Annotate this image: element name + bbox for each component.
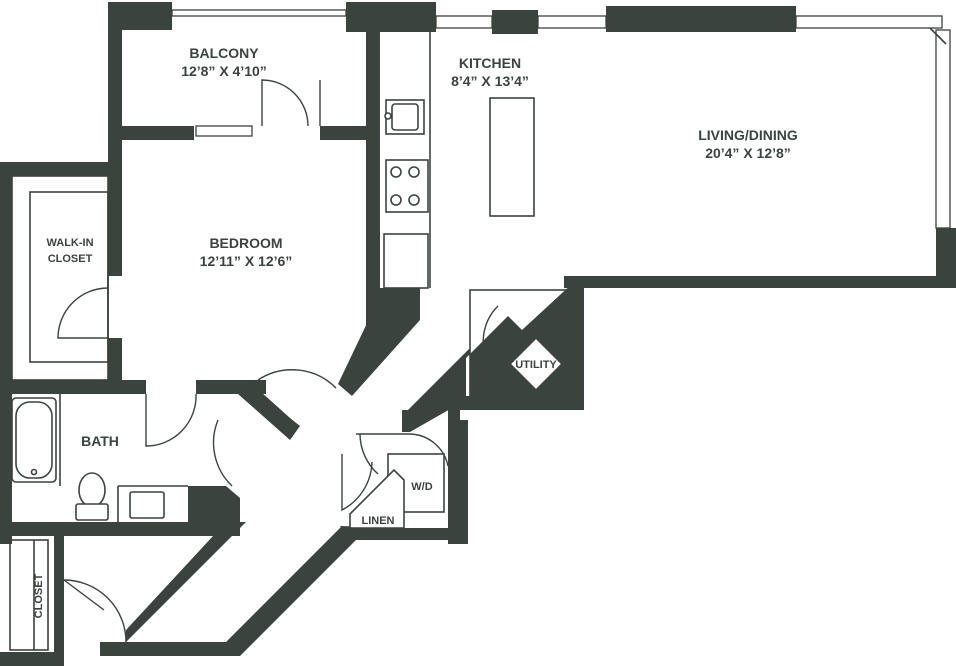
stove-burner-4 (408, 194, 420, 206)
door-walkin (57, 287, 109, 339)
wall-closet-bedroom-lower (108, 338, 122, 382)
door-hall-closet (212, 419, 233, 487)
door-utility (482, 305, 499, 359)
label-bedroom: BEDROOM (209, 235, 282, 251)
label-utility: UTILITY (515, 359, 557, 371)
window-top-1 (435, 15, 493, 29)
stove-burner-3 (390, 194, 402, 206)
wall-balcony-topleft-pier (108, 2, 172, 30)
window-right (935, 29, 951, 229)
label-balcony: BALCONY (189, 45, 259, 61)
label-linen: LINEN (362, 515, 395, 527)
bath-tub-drain (30, 468, 38, 476)
kitchen-fridge (383, 233, 429, 289)
wall-living-bottom (564, 276, 956, 288)
door-bedroom-leaf (245, 391, 293, 437)
wall-lower-diagonal (226, 526, 356, 656)
label-bath: BATH (81, 433, 119, 449)
label-living-dims: 20’4” X 12’8” (705, 145, 791, 161)
bath-sink (129, 491, 165, 519)
label-bedroom-dims: 12’11” X 12’6” (200, 253, 293, 269)
wall-top-pier-2 (606, 6, 796, 32)
wall-closet-bottom (0, 380, 146, 394)
wall-closet-bottom-left (54, 536, 64, 666)
label-wd: W/D (411, 481, 432, 493)
door-closet-bottom-leaf (63, 579, 105, 611)
window-corner (929, 27, 947, 45)
walkin-shelf-outline (11, 175, 109, 381)
window-balcony-top (171, 9, 347, 17)
wall-right-lower (936, 228, 956, 288)
utility-outline (469, 289, 571, 403)
door-bedroom (257, 369, 337, 389)
door-bath (145, 393, 197, 447)
toilet-bowl (78, 472, 106, 508)
wall-kitchen-left (366, 30, 380, 360)
wall-hall-diagonal (126, 522, 246, 642)
wall-kitchen-diagonal (338, 296, 420, 396)
bath-tub-inner (15, 401, 53, 479)
wall-top-pier-1 (492, 10, 538, 34)
stove-burner-1 (390, 166, 402, 178)
label-living: LIVING/DINING (698, 127, 798, 143)
wall-closet-bedroom (108, 126, 122, 276)
utility-diamond (508, 336, 564, 392)
wall-bottom-closet-floor (0, 652, 64, 666)
kitchen-sink-basin (391, 103, 419, 131)
door-closet-bottom (63, 579, 127, 643)
kitchen-island (489, 97, 535, 217)
door-wd-arc (359, 433, 379, 475)
kitchen-faucet (384, 112, 392, 120)
wall-utility-outer (340, 282, 584, 540)
wall-balcony-left (108, 2, 122, 132)
stove-burner-2 (408, 166, 420, 178)
wall-balcony-topright-pier (346, 2, 436, 32)
wall-wd-right (448, 420, 468, 544)
label-walkin-2: CLOSET (48, 253, 93, 265)
wall-bottom (100, 642, 240, 656)
doors (57, 79, 499, 643)
walkin-shelf-inner (29, 191, 109, 363)
label-closet: CLOSET (33, 573, 45, 618)
wall-bedroom-door-jamb (238, 382, 300, 440)
wall-closet-top (0, 162, 122, 176)
label-kitchen-dims: 8’4” X 13’4” (451, 73, 529, 89)
wall-linen-diagonal (340, 526, 404, 540)
label-walkin-1: WALK-IN (46, 237, 93, 249)
label-kitchen: KITCHEN (459, 55, 521, 71)
linen-shelf (349, 468, 405, 529)
toilet-tank (75, 503, 109, 521)
wall-bath-bottom (0, 522, 240, 536)
wall-balcony-bottom-right (320, 126, 380, 140)
door-balcony (261, 79, 309, 127)
door-wd-arc-2 (409, 433, 449, 467)
room-labels: BALCONY 12’8” X 4’10” KITCHEN 8’4” X 13’… (33, 45, 798, 618)
window-top-2 (537, 15, 607, 29)
fixtures (11, 97, 564, 529)
wall-bath-left (0, 394, 12, 544)
interior-lines (9, 30, 571, 651)
window-top-3 (795, 15, 943, 29)
wall-balcony-bottom-left (108, 126, 194, 140)
label-balcony-dims: 12’8” X 4’10” (181, 63, 267, 79)
windows (171, 9, 951, 229)
window-balcony-door (195, 125, 253, 137)
closet-shelf (9, 539, 49, 651)
door-linen (341, 454, 373, 512)
